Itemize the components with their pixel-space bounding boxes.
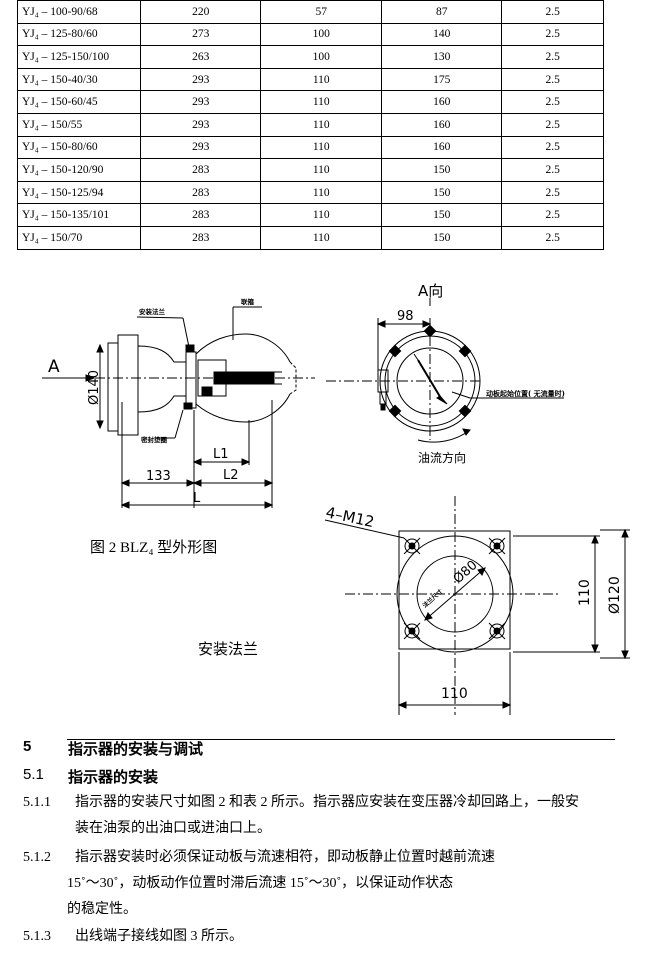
subsection-number: 5.1 — [23, 766, 44, 783]
value-cell: 2.5 — [501, 135, 604, 160]
value-cell: 2.5 — [501, 203, 604, 227]
value-cell: 110 — [260, 90, 382, 114]
bolts-label: 4–M12 — [324, 503, 376, 531]
value-cell: 293 — [139, 112, 262, 137]
flange-label: 安装法兰 — [139, 307, 166, 316]
value-cell: 87 — [380, 0, 503, 24]
value-cell: 150 — [380, 203, 503, 227]
dim-l1: L1 — [213, 447, 229, 462]
dim-133: 133 — [146, 469, 171, 484]
value-cell: 110 — [260, 135, 382, 160]
value-cell: 283 — [139, 203, 262, 227]
value-cell: 150 — [380, 180, 503, 205]
model-cell: YJ₄ – 150-120/90 — [17, 158, 141, 182]
dim-110-height: 110 — [577, 579, 593, 606]
model-cell: YJ₄ – 125-150/100 — [17, 45, 141, 69]
value-cell: 2.5 — [501, 90, 604, 114]
value-cell: 110 — [260, 158, 382, 182]
value-cell: 160 — [380, 90, 503, 114]
model-cell: YJ₄ – 150-40/30 — [17, 67, 141, 92]
vane-position-label: 动板起始位置( 无流量时) — [486, 389, 565, 398]
arrow-a-label: A — [48, 357, 60, 377]
subsection-title: 指示器的安装 — [68, 769, 159, 786]
dim-120-dia: Ø120 — [607, 576, 623, 614]
model-cell: YJ₄ – 150-135/101 — [17, 203, 141, 227]
value-cell: 57 — [260, 0, 382, 24]
dia-140-label: Ø140 — [87, 370, 102, 405]
value-cell: 140 — [380, 22, 503, 47]
model-cell: YJ₄ – 150/70 — [17, 225, 141, 250]
item-number-5-1-3: 5.1.3 — [23, 929, 51, 944]
model-cell: YJ₄ – 150-125/94 — [17, 180, 141, 205]
value-cell: 2.5 — [501, 158, 604, 182]
value-cell: 2.5 — [501, 67, 604, 92]
value-cell: 273 — [139, 22, 262, 47]
value-cell: 110 — [260, 112, 382, 137]
value-cell: 2.5 — [501, 180, 604, 205]
value-cell: 110 — [260, 203, 382, 227]
a-view-title: A向 — [418, 282, 443, 300]
value-cell: 2.5 — [501, 22, 604, 47]
band-label: 联箍 — [241, 297, 255, 306]
value-cell: 100 — [260, 45, 382, 69]
figure-2-drawing: A Ø140 安装法兰 密封垫圈 联箍 L1 L2 133 L A向 98 动板… — [42, 282, 630, 715]
value-cell: 293 — [139, 67, 262, 92]
value-cell: 110 — [260, 67, 382, 92]
value-cell: 220 — [139, 0, 262, 24]
dim-98: 98 — [397, 309, 414, 324]
value-cell: 175 — [380, 67, 503, 92]
flow-direction-label: 油流方向 — [418, 450, 466, 465]
dim-l2: L2 — [223, 468, 239, 483]
value-cell: 283 — [139, 158, 262, 182]
dim-110-width: 110 — [441, 686, 468, 702]
value-cell: 150 — [380, 158, 503, 182]
item-text-5-1-2: 指示器安装时必须保证动板与流速相符，即动板静止位置时越前流速 15˚～30˚，动… — [67, 850, 495, 917]
model-cell: YJ₄ – 150/55 — [17, 112, 141, 137]
model-cell: YJ₄ – 150-80/60 — [17, 135, 141, 160]
value-cell: 263 — [139, 45, 262, 69]
value-cell: 283 — [139, 225, 262, 250]
value-cell: 2.5 — [501, 225, 604, 250]
value-cell: 160 — [380, 112, 503, 137]
section-number: 5 — [23, 738, 32, 755]
item-text-5-1-3: 出线端子接线如图 3 所示。 — [75, 929, 243, 944]
value-cell: 2.5 — [501, 112, 604, 137]
value-cell: 110 — [260, 180, 382, 205]
item-number-5-1-1: 5.1.1 — [23, 795, 51, 810]
item-number-5-1-2: 5.1.2 — [23, 850, 51, 865]
item-text-5-1-1: 指示器的安装尺寸如图 2 和表 2 所示。指示器应安装在变压器冷却回路上，一般安… — [75, 795, 579, 836]
seal-label: 密封垫圈 — [141, 435, 168, 444]
value-cell: 110 — [260, 225, 382, 250]
section-rule — [67, 739, 615, 740]
value-cell: 283 — [139, 180, 262, 205]
value-cell: 2.5 — [501, 45, 604, 69]
figure-caption: 图 2 BLZ₄ 型外形图 — [90, 540, 218, 556]
model-cell: YJ₄ – 125-80/60 — [17, 22, 141, 47]
dim-l: L — [193, 491, 201, 506]
model-cell: YJ₄ – 150-60/45 — [17, 90, 141, 114]
value-cell: 160 — [380, 135, 503, 160]
value-cell: 130 — [380, 45, 503, 69]
flange-caption: 安装法兰 — [198, 642, 259, 658]
model-cell: YJ₄ – 100-90/68 — [17, 0, 141, 24]
value-cell: 100 — [260, 22, 382, 47]
value-cell: 150 — [380, 225, 503, 250]
value-cell: 293 — [139, 90, 262, 114]
value-cell: 293 — [139, 135, 262, 160]
value-cell: 2.5 — [501, 0, 604, 24]
section-title: 指示器的安装与调试 — [68, 741, 204, 758]
